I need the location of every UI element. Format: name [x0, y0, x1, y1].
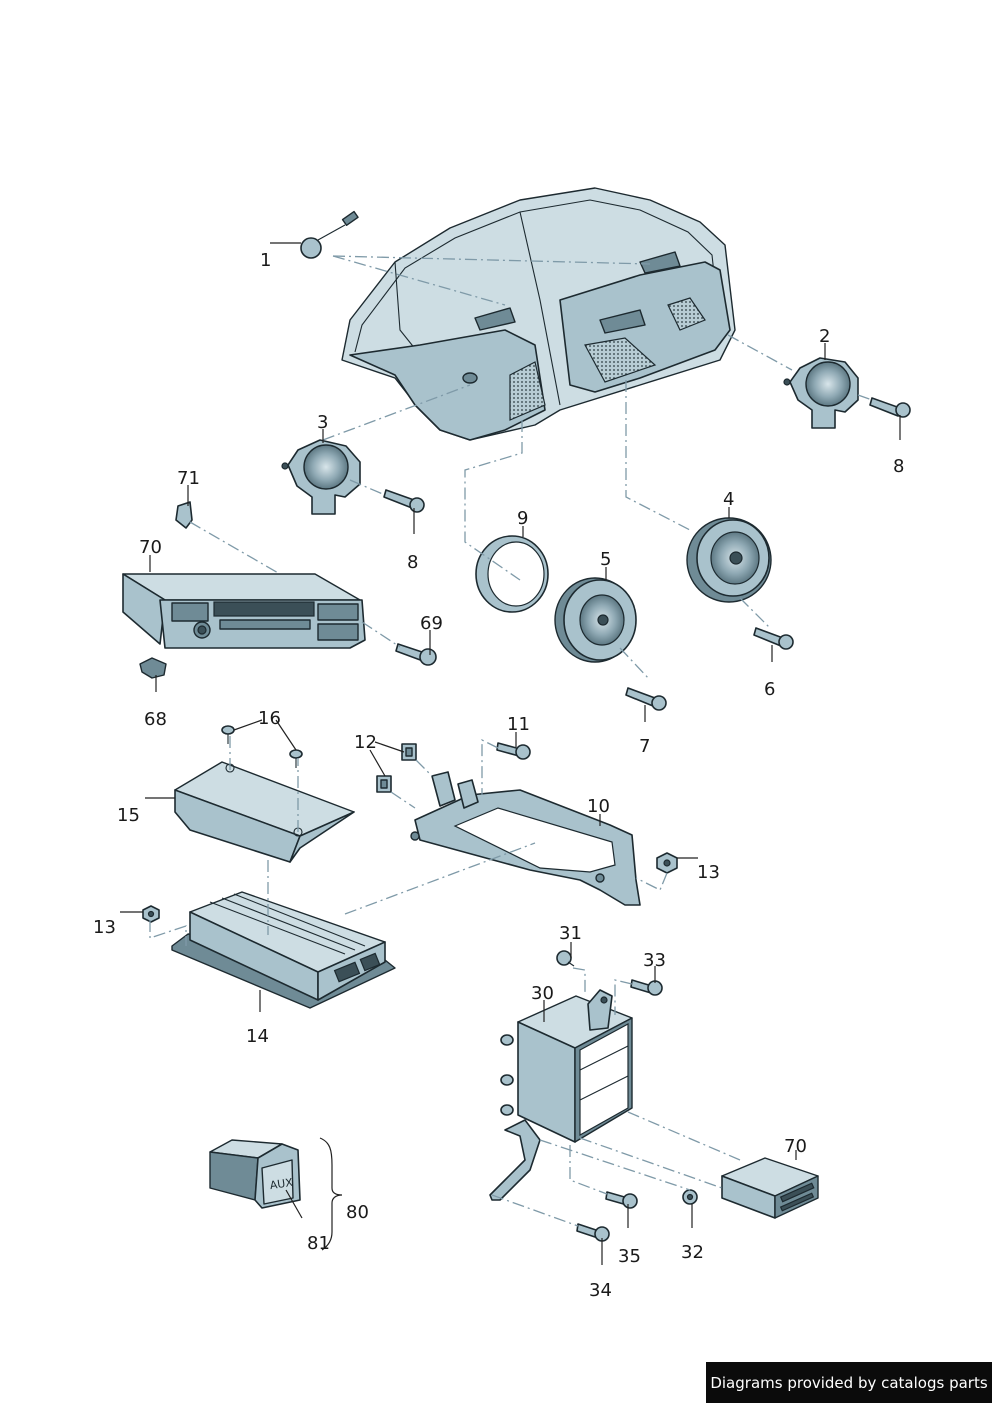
- callout-12: 12: [354, 732, 377, 753]
- bolt-11: [496, 742, 531, 760]
- leader-lines: [120, 242, 901, 1265]
- bolt-8-lower: [383, 489, 425, 513]
- part-32-nut: [682, 1189, 698, 1205]
- callout-9: 9: [517, 508, 528, 529]
- callout-3: 3: [317, 412, 328, 433]
- bolt-33: [630, 979, 663, 996]
- callout-16: 16: [258, 708, 281, 729]
- callout-33: 33: [643, 950, 666, 971]
- callout-labels: 1 2 3 8 71 4 9 70 5 8 69 6 68 16 11 12 7…: [93, 250, 904, 1301]
- footer-credit-text: Diagrams provided by catalogs parts: [710, 1373, 988, 1392]
- part-16-screws: [221, 725, 303, 768]
- callout-68: 68: [144, 709, 167, 730]
- part-10-bracket: [410, 771, 641, 906]
- callout-70-lower: 70: [784, 1136, 807, 1157]
- brace-80: [319, 1137, 343, 1251]
- callout-10: 10: [587, 796, 610, 817]
- part-30-holder-box: [489, 989, 633, 1201]
- callout-31: 31: [559, 923, 582, 944]
- part-1-tweeter: [300, 210, 359, 259]
- part-12-clips: [376, 743, 417, 793]
- callout-30: 30: [531, 983, 554, 1004]
- part-3-speaker: [281, 439, 361, 515]
- callout-80: 80: [346, 1202, 369, 1223]
- bolt-8-upper: [869, 397, 911, 418]
- callout-2: 2: [819, 326, 830, 347]
- bolt-35: [605, 1191, 638, 1209]
- part-14-amplifier: [171, 891, 396, 1009]
- assembly-lines: [149, 255, 873, 1227]
- part-81-aux-socket: AUX: [209, 1139, 301, 1209]
- callout-32: 32: [681, 1242, 704, 1263]
- part-71-clip: [175, 501, 193, 529]
- footer-credit-banner: Diagrams provided by catalogs parts: [706, 1362, 992, 1403]
- bolt-7: [625, 687, 667, 711]
- part-70-unit-lower: [721, 1157, 819, 1219]
- part-13-nut-right: [656, 852, 678, 874]
- callout-69: 69: [420, 613, 443, 634]
- callout-14: 14: [246, 1026, 269, 1047]
- car-body-illustration: [341, 187, 736, 441]
- part-70-radio-unit: [122, 573, 366, 649]
- callout-11: 11: [507, 714, 530, 735]
- part-15-cover: [174, 761, 355, 863]
- callout-81: 81: [307, 1233, 330, 1254]
- callout-71: 71: [177, 468, 200, 489]
- part-68-knob: [139, 657, 167, 679]
- part-2-speaker: [783, 357, 859, 429]
- callout-13-right: 13: [697, 862, 720, 883]
- callout-70-upper: 70: [139, 537, 162, 558]
- part-13-nut-left: [142, 905, 160, 923]
- callout-5: 5: [600, 549, 611, 570]
- callout-35: 35: [618, 1246, 641, 1267]
- callout-4: 4: [723, 489, 734, 510]
- part-4-speaker: [686, 517, 772, 603]
- callout-13-left: 13: [93, 917, 116, 938]
- callout-34: 34: [589, 1280, 612, 1301]
- callout-7: 7: [639, 736, 650, 757]
- part-5-speaker: [554, 577, 637, 663]
- bolt-69: [395, 643, 437, 666]
- callout-6: 6: [764, 679, 775, 700]
- aux-label: AUX: [269, 1176, 294, 1192]
- callout-8-lower: 8: [407, 552, 418, 573]
- bolt-6: [753, 627, 794, 650]
- callout-8-upper: 8: [893, 456, 904, 477]
- callout-1: 1: [260, 250, 271, 271]
- bolt-34: [576, 1223, 610, 1242]
- callout-15: 15: [117, 805, 140, 826]
